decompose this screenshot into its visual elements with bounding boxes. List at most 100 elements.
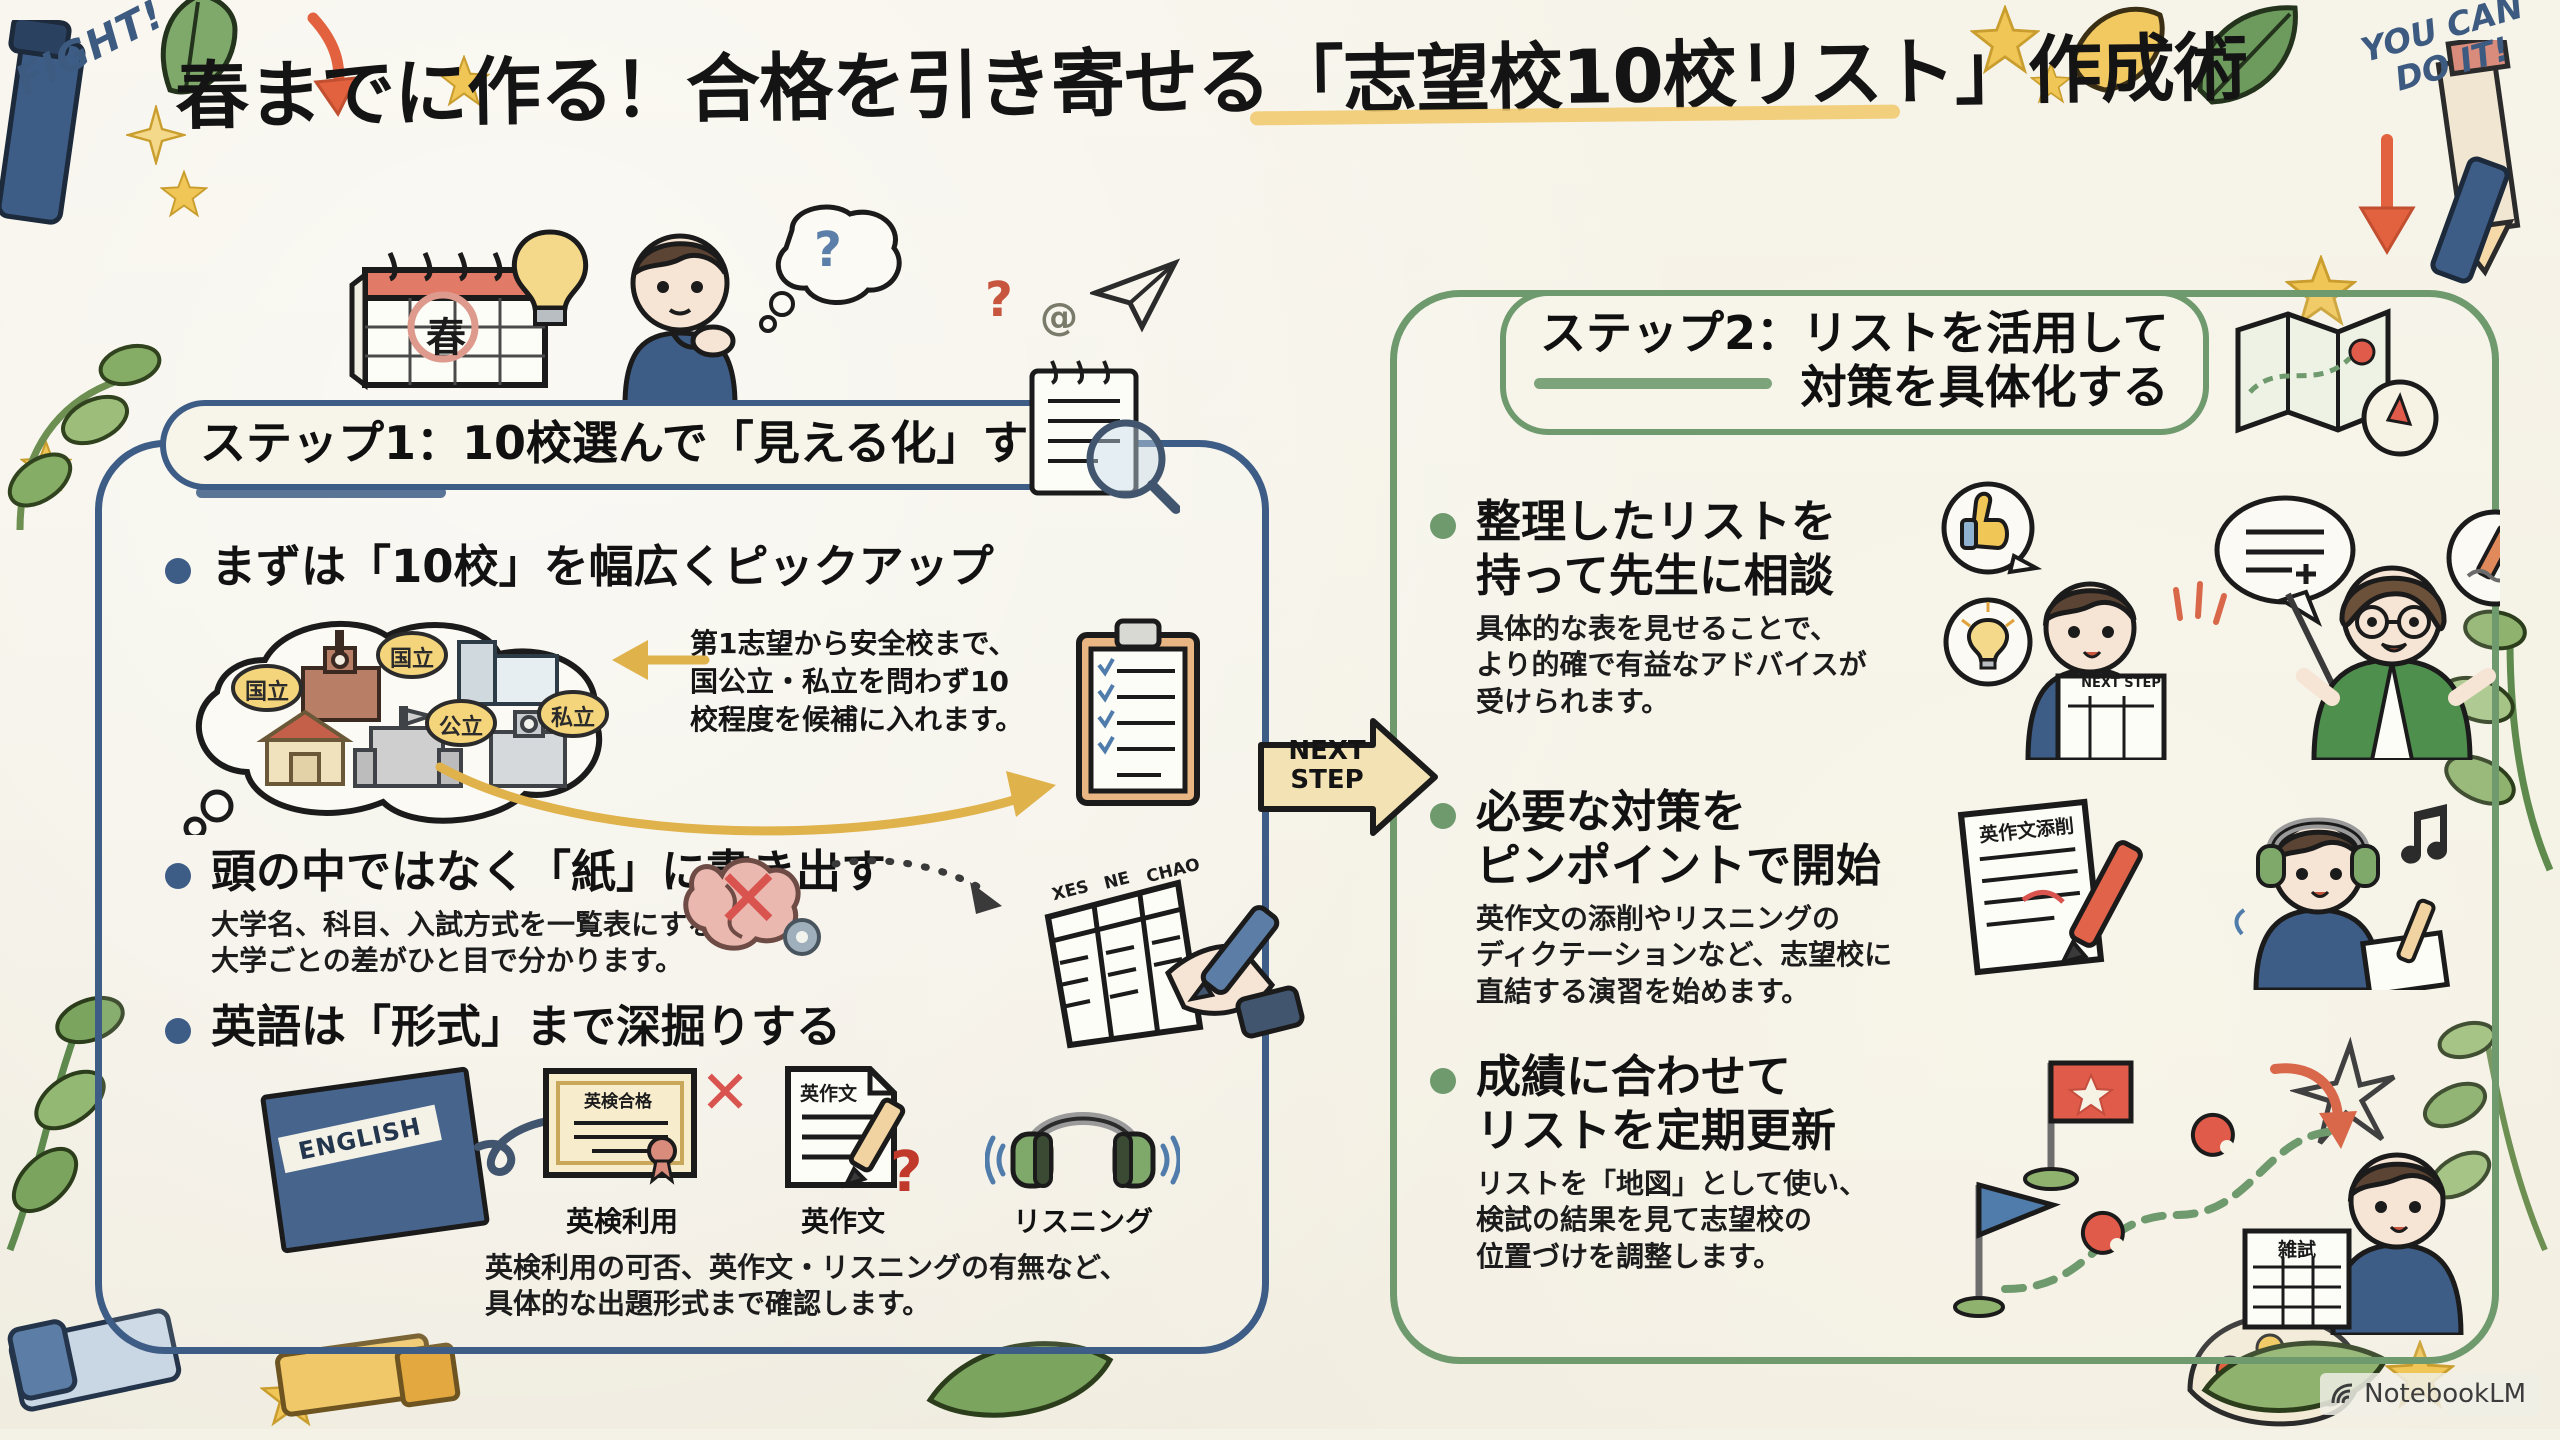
step1-annotation: 第1志望から安全校まで、 国公立・私立を問わず10 校程度を候補に入れます。: [690, 627, 1024, 736]
step2-bullet-1: 整理したリストを 持って先生に相談 具体的な表を見せることで、 より的確で有益な…: [1430, 495, 1867, 720]
pen-icon: [2430, 156, 2510, 284]
clipboard-illustration: [1065, 615, 1215, 815]
bullet-dot: [165, 863, 191, 889]
step2-bullet-1-head-line1: 整理したリストを: [1476, 495, 1837, 548]
english-essay-label: 英作文: [800, 1205, 885, 1238]
step2-bullet-1-head-line2: 持って先生に相談: [1476, 549, 1834, 602]
next-step-label: NEXT STEP: [1272, 736, 1382, 796]
badge-label-kokuritsu-2: 国立: [390, 647, 435, 672]
step1-bullet-1-head: まずは「10校」を幅広くピックアップ: [211, 540, 994, 593]
notepad-magnifier-illustration: [1020, 355, 1181, 515]
step1-bullet-2-sub: 大学名、科目、入試方式を一覧表にすることで、 大学ごとの差がひと目で分かります。: [211, 908, 826, 978]
badge-label-shiritsu: 私立: [551, 706, 596, 731]
autumn-leaf-icon: [2072, 6, 2165, 93]
step1-bullet-3: 英語は「形式」まで深掘りする: [165, 1000, 841, 1054]
badge-label-koritsu: 公立: [439, 715, 484, 740]
step2-header-underline: [1534, 378, 1772, 389]
writing-hand-illustration: XES NE CHAO: [1040, 855, 1340, 1050]
next-step-line1: NEXT: [1288, 736, 1366, 766]
step2-bullet-3-head-line1: 成績に合わせて: [1476, 1050, 1792, 1103]
badge-label-kokuritsu-1: 国立: [245, 680, 290, 705]
calendar-spring-kanji: 春: [426, 315, 466, 361]
step1-header-text: ステップ1：10校選んで「見える化」する: [200, 416, 1075, 470]
step1-bullet-3-head: 英語は「形式」まで深掘りする: [211, 1000, 842, 1053]
watermark-label: NotebookLM: [2364, 1379, 2526, 1409]
school-thought-bubble: 国立 国立 公立 私立: [175, 620, 630, 840]
page-title-block: 春までに作る！合格を引き寄せる「志望校10校リスト」作成術: [175, 25, 2355, 155]
cross-mark-icon: ✕: [700, 1058, 751, 1128]
question-mark-icon: ?: [890, 1140, 923, 1205]
step2-bullet-3-head-line2: リストを定期更新: [1476, 1104, 1837, 1157]
notebook-icon: [2331, 1383, 2353, 1404]
curved-arrow-icon: [435, 762, 1056, 836]
step2-bullet-2: 必要な対策を ピンポイントで開始 英作文の添削やリスニングの ディクテーションな…: [1430, 785, 1892, 1010]
english-essay-illustration: 英作文: [778, 1063, 908, 1191]
question-thought-bubble: ?: [752, 200, 912, 340]
arrow-down-icon: [307, 12, 359, 117]
green-leaf-icon: [2197, 5, 2298, 105]
next-step-line2: STEP: [1290, 765, 1364, 796]
arrow-left-icon: [612, 640, 710, 680]
foliage-icon: [7, 343, 162, 531]
step1-header: ステップ1：10校選んで「見える化」する: [160, 400, 1115, 491]
step2-header: ステップ2：リストを活用して 対策を具体化する: [1500, 290, 2209, 435]
english-book-illustration: ENGLISH: [259, 1066, 491, 1254]
foliage-icon: [2423, 1020, 2548, 1252]
leaf-icon: [160, 0, 238, 95]
map-compass-illustration: [2230, 300, 2445, 470]
step2-bullet-2-sub: 英作文の添削やリスニングの ディクテーションなど、志望校に 直結する演習を始めま…: [1476, 902, 1893, 1008]
bullet-dot: [165, 1018, 191, 1044]
step2-bullet-2-head-line1: 必要な対策を: [1476, 785, 1747, 838]
listening-label: リスニング: [1012, 1205, 1153, 1238]
step1-bullet-1: まずは「10校」を幅広くピックアップ: [165, 540, 994, 594]
eiken-certificate-illustration: 英検合格: [540, 1065, 700, 1185]
sparkle-icon: [126, 105, 186, 165]
step2-header-line2: 対策を具体化する: [1800, 360, 2169, 415]
english-book-label: ENGLISH: [277, 1104, 442, 1174]
star-icon: [438, 55, 490, 107]
step2-bullet-1-sub: 具体的な表を見せることで、 より的確で有益なアドバイスが 受けられます。: [1476, 612, 1867, 718]
step1-caption: 英検利用の可否、英作文・リスニングの有無など、 具体的な出題形式まで確認します。: [485, 1251, 1128, 1321]
teacher-student-illustration: NEXT STEP: [1940, 470, 2544, 763]
bullet-dot: [1430, 513, 1456, 539]
dotted-arrow-icon: [831, 857, 1002, 914]
lightbulb-icon: [511, 229, 589, 326]
step2-header-line1: ステップ2：リストを活用して: [1540, 306, 2169, 360]
calendar-illustration: 春: [330, 235, 580, 400]
red-pen-correction-illustration: 英作文添削: [1955, 790, 2185, 980]
thinking-student-illustration: [585, 215, 775, 408]
eiken-use-label: 英検利用: [565, 1205, 678, 1238]
star-icon: [2030, 62, 2072, 104]
notebooklm-watermark: NotebookLM: [2320, 1373, 2540, 1415]
step2-bullet-2-head-line2: ピンポイントで開始: [1476, 839, 1882, 892]
step2-bullet-3-sub: リストを「地図」として使い、 検試の結果を見て志望校の 位置づけを調整します。: [1476, 1167, 1868, 1273]
arrow-down-icon: [2358, 134, 2416, 255]
question-mark-glyph: ?: [814, 222, 842, 278]
eraser-icon: [7, 1308, 182, 1412]
star-icon: [160, 170, 208, 218]
student-list-paper-label: NEXT STEP: [2081, 676, 2161, 691]
next-step-arrow[interactable]: [1255, 715, 1440, 840]
foliage-icon: [6, 995, 125, 1252]
highlighter-icon: [275, 1333, 461, 1417]
step2-bullet-3: 成績に合わせて リストを定期更新 リストを「地図」として使い、 検試の結果を見て…: [1430, 1050, 1867, 1275]
cross-mark-icon: ✕: [714, 852, 783, 947]
question-mark-decor: ?: [985, 272, 1013, 328]
headphones-illustration: [984, 1080, 1182, 1195]
route-flags-illustration: 雑試: [1945, 1035, 2505, 1338]
english-book-cover: ENGLISH: [259, 1066, 491, 1254]
leaf-icon: [926, 1341, 1114, 1418]
listening-student-illustration: [2200, 790, 2460, 998]
brain-crossed-illustration: ✕: [680, 845, 830, 975]
bullet-dot: [1430, 1068, 1456, 1094]
marker-pen-icon: [0, 20, 86, 225]
step1-header-underline: [196, 487, 446, 498]
bullet-dot: [1430, 803, 1456, 829]
star-icon: [1970, 5, 2040, 75]
paper-plane-icon: [1090, 258, 1180, 333]
mock-test-paper-label: 雑試: [2277, 1239, 2316, 1261]
bullet-dot: [165, 558, 191, 584]
essay-doc-label: 英作文: [800, 1083, 858, 1105]
certificate-label: 英検合格: [584, 1092, 652, 1112]
